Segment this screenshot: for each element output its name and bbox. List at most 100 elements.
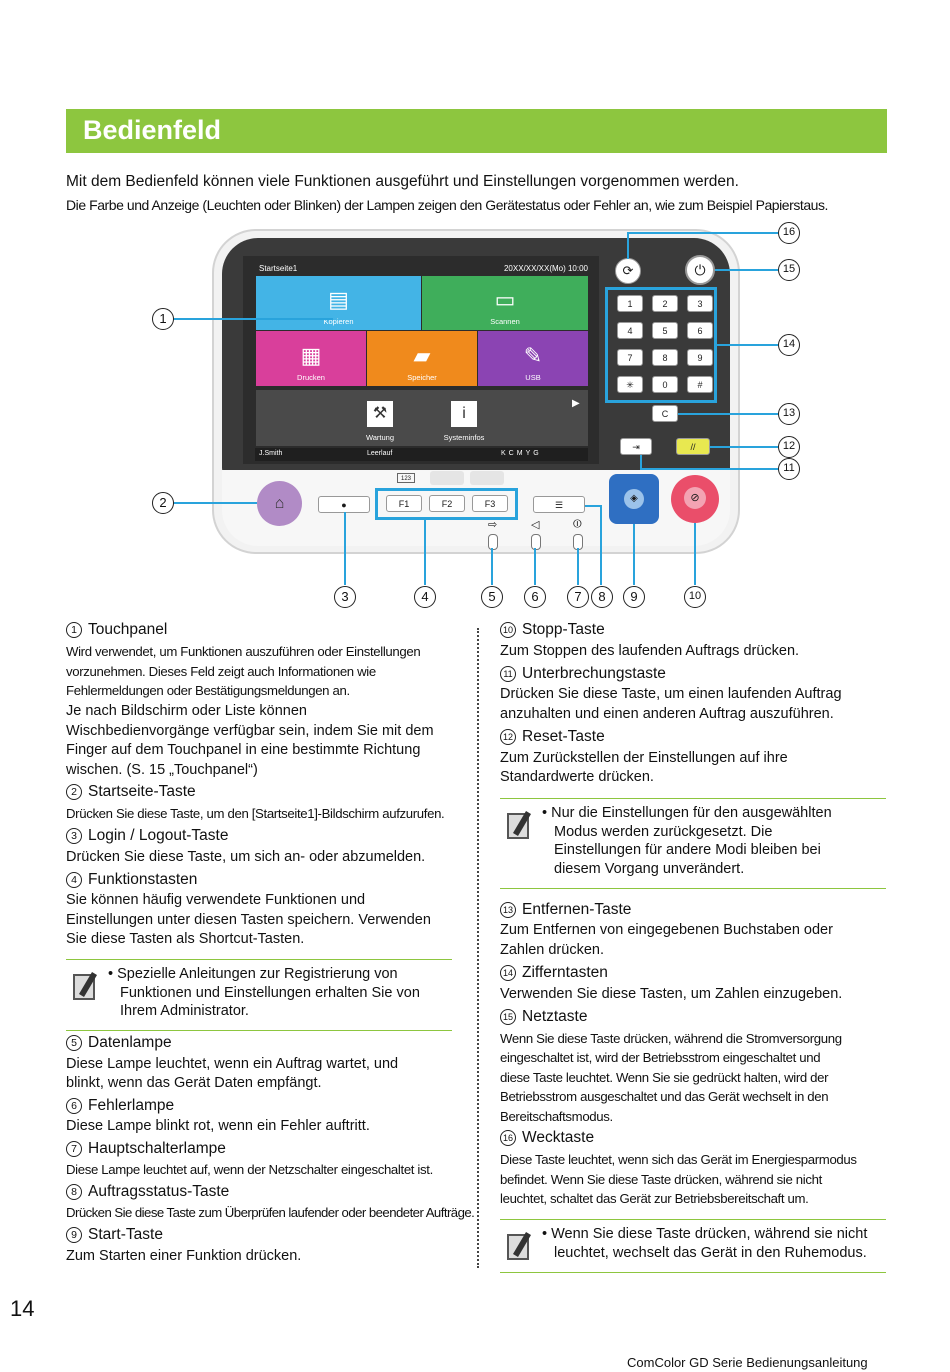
screen-tab-label: Startseite1 (259, 264, 298, 273)
callout-14: 14 (778, 334, 800, 356)
callout-line-5 (491, 548, 493, 585)
wakeup-icon[interactable]: ⟳ (615, 258, 641, 284)
note-text: Wenn Sie diese Taste drücken, während si… (551, 1226, 868, 1242)
keypad-key[interactable]: ✳ (617, 376, 643, 393)
s12-line-1: Zum Zurückstellen der Einstellungen auf … (500, 750, 788, 766)
callout-9: 9 (623, 586, 645, 608)
heading-wecktaste: 16 Wecktaste (500, 1129, 594, 1147)
s13-line-2: Zahlen drücken. (500, 942, 604, 958)
keypad-key[interactable]: 2 (652, 295, 678, 312)
ink-levels: KCMYG (501, 450, 542, 457)
heading-text: Wecktaste (522, 1129, 595, 1146)
clear-key[interactable]: C (652, 405, 678, 422)
reset-icon[interactable]: // (676, 438, 710, 455)
blank-key (470, 471, 504, 485)
s2-line: Drücken Sie diese Taste, um den [Startse… (66, 806, 445, 821)
num: 11 (500, 666, 516, 682)
ink-k: K (501, 450, 509, 457)
num: 16 (500, 1130, 516, 1146)
note3-line-2: leuchtet, wechselt das Gerät in den Ruhe… (554, 1245, 867, 1261)
s15-line-5: Bereitschaftsmodus. (500, 1109, 613, 1124)
callout-5: 5 (481, 586, 503, 608)
copy-icon: ▤ (328, 287, 349, 312)
tile-kopieren: ▤Kopieren (256, 276, 421, 330)
callout-line-16a (627, 232, 778, 234)
callout-15: 15 (778, 259, 800, 281)
s15-line-4: Betriebsstrom ausgeschaltet und das Gerä… (500, 1089, 829, 1104)
heading-text: Stopp-Taste (522, 621, 605, 638)
s4-line-2: Einstellungen unter diesen Tasten speich… (66, 912, 431, 928)
keypad-key[interactable]: 6 (687, 322, 713, 339)
s3-line: Drücken Sie diese Taste, um sich an- ode… (66, 849, 426, 865)
note1-line-3: Ihrem Administrator. (120, 1003, 249, 1019)
s4-line-1: Sie können häufig verwendete Funktionen … (66, 892, 366, 908)
keypad-key[interactable]: 3 (687, 295, 713, 312)
tile-label: USB (525, 373, 541, 382)
heading-text: Touchpanel (88, 621, 168, 638)
num: 3 (66, 828, 82, 844)
tile-label: Systeminfos (443, 433, 485, 442)
keypad-key[interactable]: # (687, 376, 713, 393)
s1-line-1: Wird verwendet, um Funktionen auszuführe… (66, 644, 421, 659)
screen-lower-area (256, 390, 588, 446)
note-box-1: • Spezielle Anleitungen zur Registrierun… (66, 959, 452, 1031)
ink-m: M (516, 450, 526, 457)
keypad-key[interactable]: 1 (617, 295, 643, 312)
home-icon[interactable]: ⌂ (257, 481, 302, 526)
callout-6: 6 (524, 586, 546, 608)
note2-line-3: Einstellungen für andere Modi bleiben be… (554, 842, 821, 858)
callout-line-4 (424, 520, 426, 585)
scanner-icon: ▭ (494, 287, 516, 312)
stop-key[interactable]: ⊘ (671, 475, 719, 523)
power-icon[interactable]: ⏻ (685, 255, 715, 285)
function-key-f3[interactable]: F3 (472, 495, 508, 512)
callout-7: 7 (567, 586, 589, 608)
start-key[interactable]: ◈ (609, 474, 659, 524)
screen-status-bar: Startseite1 20XX/XX/XX(Mo) 10:00 (255, 263, 588, 275)
num: 14 (500, 965, 516, 981)
num: 13 (500, 902, 516, 918)
num: 1 (66, 622, 82, 638)
num: 5 (66, 1035, 82, 1051)
keypad-key[interactable]: 4 (617, 322, 643, 339)
keypad-key[interactable]: 7 (617, 349, 643, 366)
heading-touchpanel: 1 Touchpanel (66, 621, 167, 639)
s1b-line-2: Wischbedienvorgänge verfügbar sein, inde… (66, 723, 434, 739)
keypad-key[interactable]: 9 (687, 349, 713, 366)
note-pencil-icon (70, 968, 100, 1007)
keypad-key[interactable]: 5 (652, 322, 678, 339)
device-status: Leerlauf (367, 450, 393, 457)
interrupt-icon[interactable]: ⇥ (620, 438, 652, 455)
ink-y: Y (525, 450, 534, 457)
function-key-f1[interactable]: F1 (386, 495, 422, 512)
s16-line-1: Diese Taste leuchtet, wenn sich das Gerä… (500, 1152, 857, 1167)
keypad-key[interactable]: 0 (652, 376, 678, 393)
column-divider (477, 628, 479, 1268)
function-keys-highlight (375, 488, 518, 520)
callout-13: 13 (778, 403, 800, 425)
login-icon[interactable]: ● (318, 496, 370, 513)
tile-wartung: ⚒Wartung (358, 398, 402, 446)
keypad-key[interactable]: 8 (652, 349, 678, 366)
next-page-arrow-icon: ▶ (572, 398, 580, 409)
function-key-f2[interactable]: F2 (429, 495, 465, 512)
job-status-icon[interactable]: ☰ (533, 496, 585, 513)
callout-line-7 (577, 548, 579, 585)
callout-line-15 (715, 269, 778, 271)
usb-icon: ✎ (523, 343, 543, 368)
heading-text: Startseite-Taste (88, 783, 196, 800)
tools-icon: ⚒ (367, 401, 393, 427)
note-pencil-icon (504, 807, 534, 846)
heading-text: Fehlerlampe (88, 1097, 175, 1114)
s1b-line-4: wischen. (S. 15 „Touchpanel“) (66, 762, 258, 778)
tile-label: Scannen (490, 317, 520, 326)
heading-text: Netztaste (522, 1008, 588, 1025)
ink-c: C (508, 450, 517, 457)
